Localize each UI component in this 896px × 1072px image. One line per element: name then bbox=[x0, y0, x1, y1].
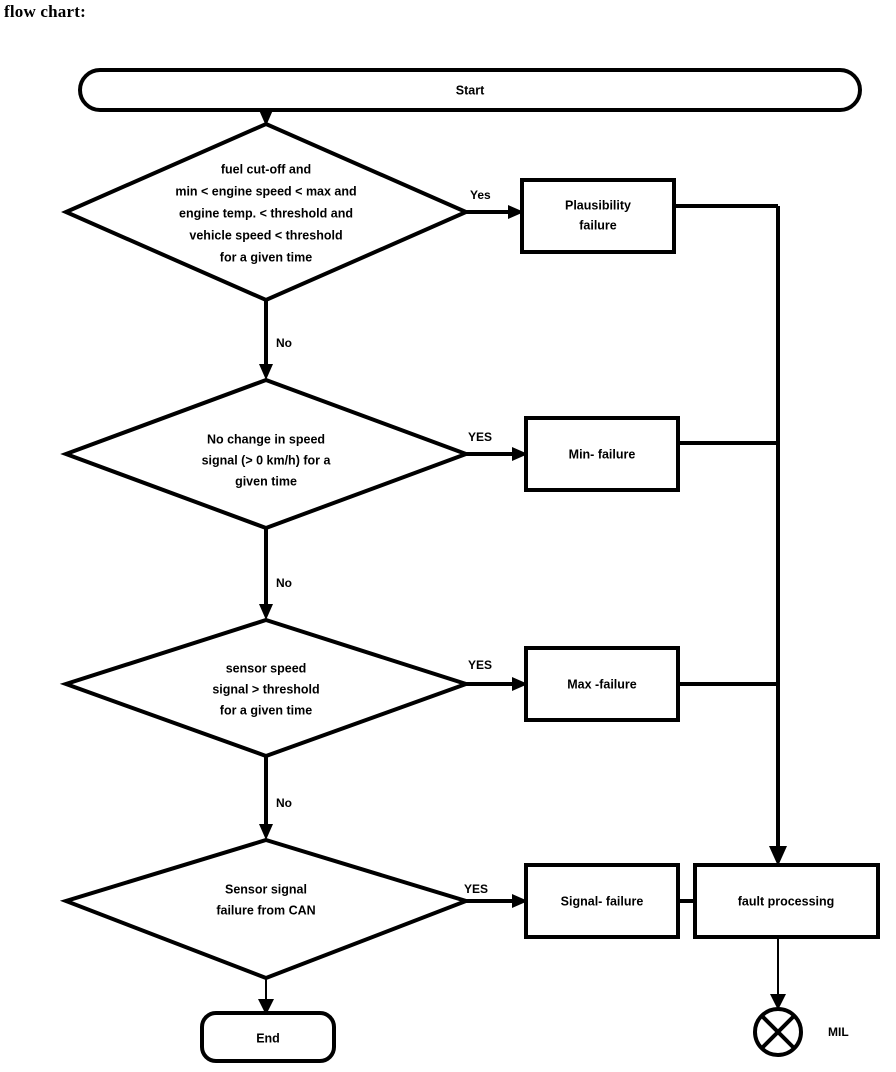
node-decision-1[interactable]: fuel cut-off and min < engine speed < ma… bbox=[61, 121, 471, 303]
edge-decision1-no: No bbox=[259, 300, 292, 380]
edge-decision3-yes: YES bbox=[466, 658, 528, 691]
node-decision-4[interactable]: Sensor signal failure from CAN bbox=[59, 837, 473, 981]
node-min-failure[interactable]: Min- failure bbox=[524, 416, 680, 492]
decision-2-line-1: No change in speed bbox=[207, 432, 325, 446]
edge-decision1-yes: Yes bbox=[466, 188, 524, 219]
edge-decision3-no: No bbox=[259, 756, 292, 840]
node-decision-2[interactable]: No change in speed signal (> 0 km/h) for… bbox=[60, 377, 472, 531]
arrow-head-icon bbox=[259, 364, 273, 380]
edge-decision4-yes: YES bbox=[464, 882, 528, 908]
start-shape bbox=[78, 68, 862, 112]
edge-label-yes-1: Yes bbox=[470, 188, 491, 202]
decision-1-line-1: fuel cut-off and bbox=[221, 162, 311, 176]
start-label: Start bbox=[456, 83, 485, 97]
arrow-head-icon bbox=[258, 999, 274, 1015]
edge-decision2-yes: YES bbox=[466, 430, 528, 461]
plausibility-failure-line-1: Plausibility bbox=[565, 198, 631, 212]
page-title: flow chart: bbox=[4, 2, 86, 21]
fault-processing-label: fault processing bbox=[738, 894, 835, 908]
edge-decision4-to-end bbox=[258, 978, 274, 1015]
node-fault-processing[interactable]: fault processing bbox=[693, 863, 880, 939]
node-mil[interactable]: MIL bbox=[753, 1007, 849, 1057]
max-failure-label: Max -failure bbox=[567, 677, 637, 691]
decision-4-line-2: failure from CAN bbox=[216, 903, 315, 917]
signal-failure-shape bbox=[524, 863, 680, 939]
edge-decision2-no: No bbox=[259, 528, 292, 620]
failure-bus bbox=[674, 204, 787, 866]
signal-failure-label: Signal- failure bbox=[561, 894, 644, 908]
mil-label: MIL bbox=[828, 1025, 849, 1039]
decision-1-line-3: engine temp. < threshold and bbox=[179, 206, 353, 220]
node-plausibility-failure[interactable]: Plausibility failure bbox=[520, 178, 676, 254]
end-shape bbox=[200, 1011, 336, 1063]
edge-faultprocessing-to-mil bbox=[770, 937, 786, 1010]
edge-label-no-2: No bbox=[276, 576, 292, 590]
arrow-head-icon bbox=[512, 677, 528, 691]
decision-1-line-4: vehicle speed < threshold bbox=[189, 228, 342, 242]
arrow-head-icon bbox=[508, 205, 524, 219]
plausibility-failure-line-2: failure bbox=[579, 218, 617, 232]
node-max-failure[interactable]: Max -failure bbox=[524, 646, 680, 722]
decision-3-line-2: signal > threshold bbox=[212, 682, 319, 696]
edge-label-yes-2: YES bbox=[468, 430, 492, 444]
min-failure-shape bbox=[524, 416, 680, 492]
arrow-head-icon bbox=[769, 846, 787, 866]
arrow-head-icon bbox=[259, 824, 273, 840]
lamp-cross-circle-icon bbox=[753, 1007, 803, 1057]
node-decision-3[interactable]: sensor speed signal > threshold for a gi… bbox=[59, 617, 473, 759]
edge-label-yes-4: YES bbox=[464, 882, 488, 896]
edge-label-no-3: No bbox=[276, 796, 292, 810]
decision-3-line-3: for a given time bbox=[220, 703, 312, 717]
min-failure-label: Min- failure bbox=[569, 447, 636, 461]
decision-2-line-3: given time bbox=[235, 474, 297, 488]
lamp-cross-stroke-b-icon bbox=[760, 1014, 796, 1050]
arrow-head-icon bbox=[259, 110, 273, 126]
plausibility-failure-shape bbox=[520, 178, 676, 254]
arrow-head-icon bbox=[512, 894, 528, 908]
edge-start-to-decision1 bbox=[259, 110, 273, 126]
arrow-head-icon bbox=[770, 994, 786, 1010]
arrow-head-icon bbox=[512, 447, 528, 461]
decision-2-line-2: signal (> 0 km/h) for a bbox=[202, 453, 332, 467]
decision-1-line-2: min < engine speed < max and bbox=[175, 184, 356, 198]
edge-label-no-1: No bbox=[276, 336, 292, 350]
arrow-head-icon bbox=[259, 604, 273, 620]
node-start[interactable]: Start bbox=[78, 68, 862, 112]
edge-label-yes-3: YES bbox=[468, 658, 492, 672]
decision-1-line-5: for a given time bbox=[220, 250, 312, 264]
max-failure-shape bbox=[524, 646, 680, 722]
decision-3-line-1: sensor speed bbox=[226, 661, 307, 675]
decision-4-line-1: Sensor signal bbox=[225, 882, 307, 896]
node-end[interactable]: End bbox=[200, 1011, 336, 1063]
end-label: End bbox=[256, 1031, 280, 1045]
node-signal-failure[interactable]: Signal- failure bbox=[524, 863, 680, 939]
